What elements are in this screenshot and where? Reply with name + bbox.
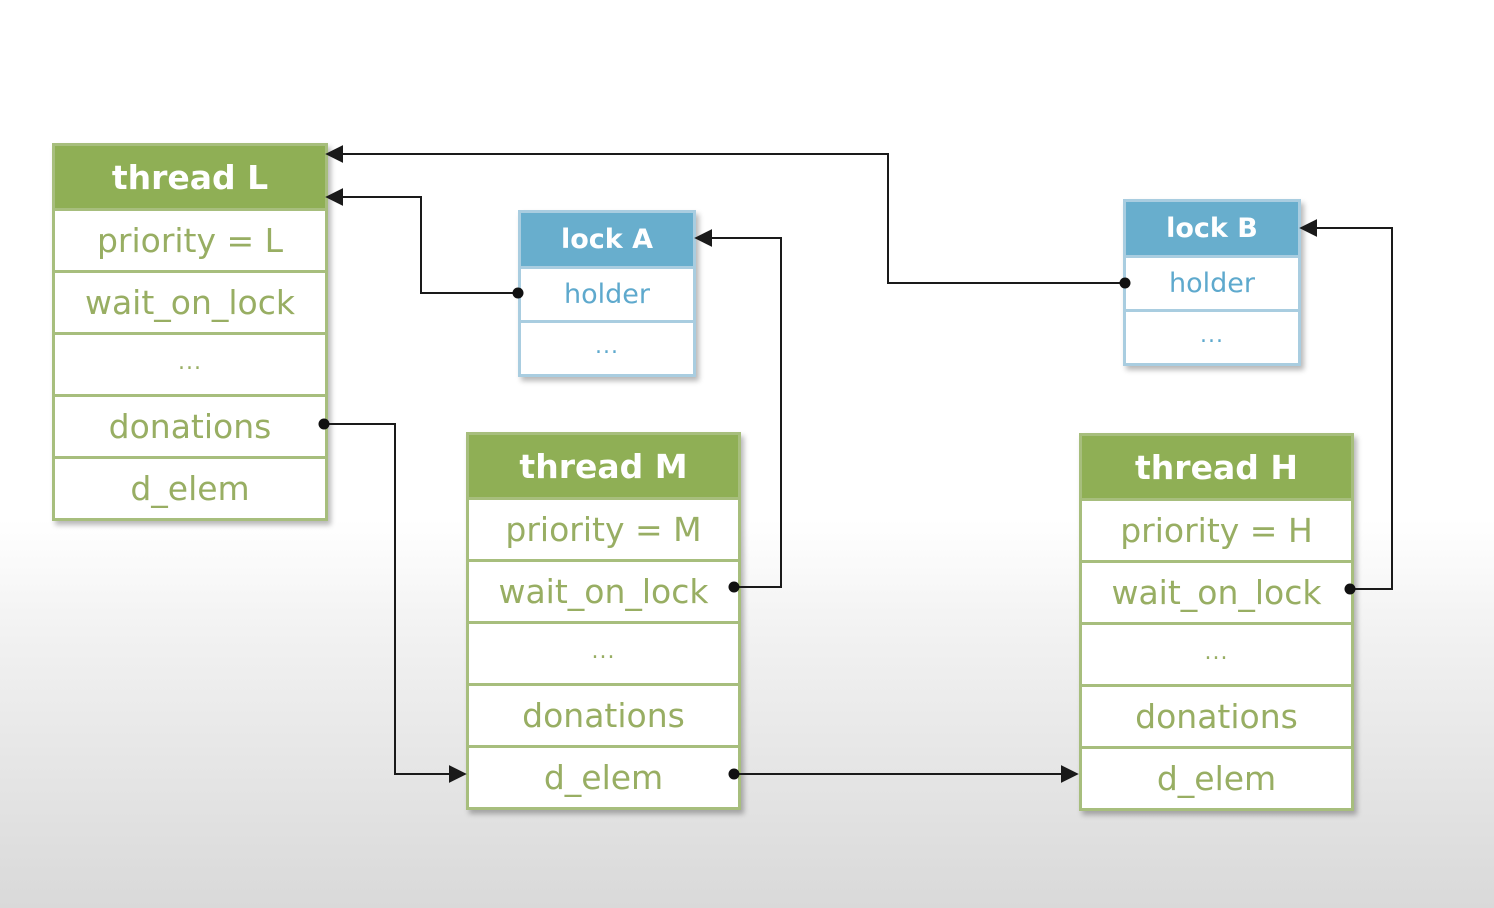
lock-b-holder: holder bbox=[1126, 255, 1298, 309]
lock-b-title: lock B bbox=[1126, 202, 1298, 255]
thread-l-wait-on-lock: wait_on_lock bbox=[55, 270, 325, 332]
thread-h-box: thread H priority = H wait_on_lock ... d… bbox=[1079, 433, 1354, 811]
thread-l-priority: priority = L bbox=[55, 208, 325, 270]
thread-h-title: thread H bbox=[1082, 436, 1351, 498]
thread-h-priority: priority = H bbox=[1082, 498, 1351, 560]
lock-a-title: lock A bbox=[521, 213, 693, 266]
thread-l-donations-to-thread-m-delem-arrow bbox=[324, 423, 467, 783]
thread-m-box: thread M priority = M wait_on_lock ... d… bbox=[466, 432, 741, 810]
lock-b-box: lock B holder ... bbox=[1123, 199, 1301, 366]
thread-l-box: thread L priority = L wait_on_lock ... d… bbox=[52, 143, 328, 521]
thread-m-ellipsis: ... bbox=[469, 621, 738, 683]
thread-h-wait-on-lock: wait_on_lock bbox=[1082, 560, 1351, 622]
thread-l-title: thread L bbox=[55, 146, 325, 208]
thread-l-ellipsis: ... bbox=[55, 332, 325, 394]
thread-m-wait-on-lock: wait_on_lock bbox=[469, 559, 738, 621]
lock-b-holder-to-thread-l-arrow bbox=[325, 145, 1125, 284]
lock-a-holder: holder bbox=[521, 266, 693, 320]
lock-a-holder-to-thread-l-arrow bbox=[325, 188, 518, 294]
thread-m-title: thread M bbox=[469, 435, 738, 497]
thread-l-donations: donations bbox=[55, 394, 325, 456]
lock-a-ellipsis: ... bbox=[521, 320, 693, 374]
thread-m-d-elem: d_elem bbox=[469, 745, 738, 807]
thread-h-donations: donations bbox=[1082, 684, 1351, 746]
thread-h-d-elem: d_elem bbox=[1082, 746, 1351, 808]
thread-m-priority: priority = M bbox=[469, 497, 738, 559]
lock-b-ellipsis: ... bbox=[1126, 309, 1298, 363]
lock-a-box: lock A holder ... bbox=[518, 210, 696, 377]
thread-h-ellipsis: ... bbox=[1082, 622, 1351, 684]
thread-l-d-elem: d_elem bbox=[55, 456, 325, 518]
thread-m-donations: donations bbox=[469, 683, 738, 745]
